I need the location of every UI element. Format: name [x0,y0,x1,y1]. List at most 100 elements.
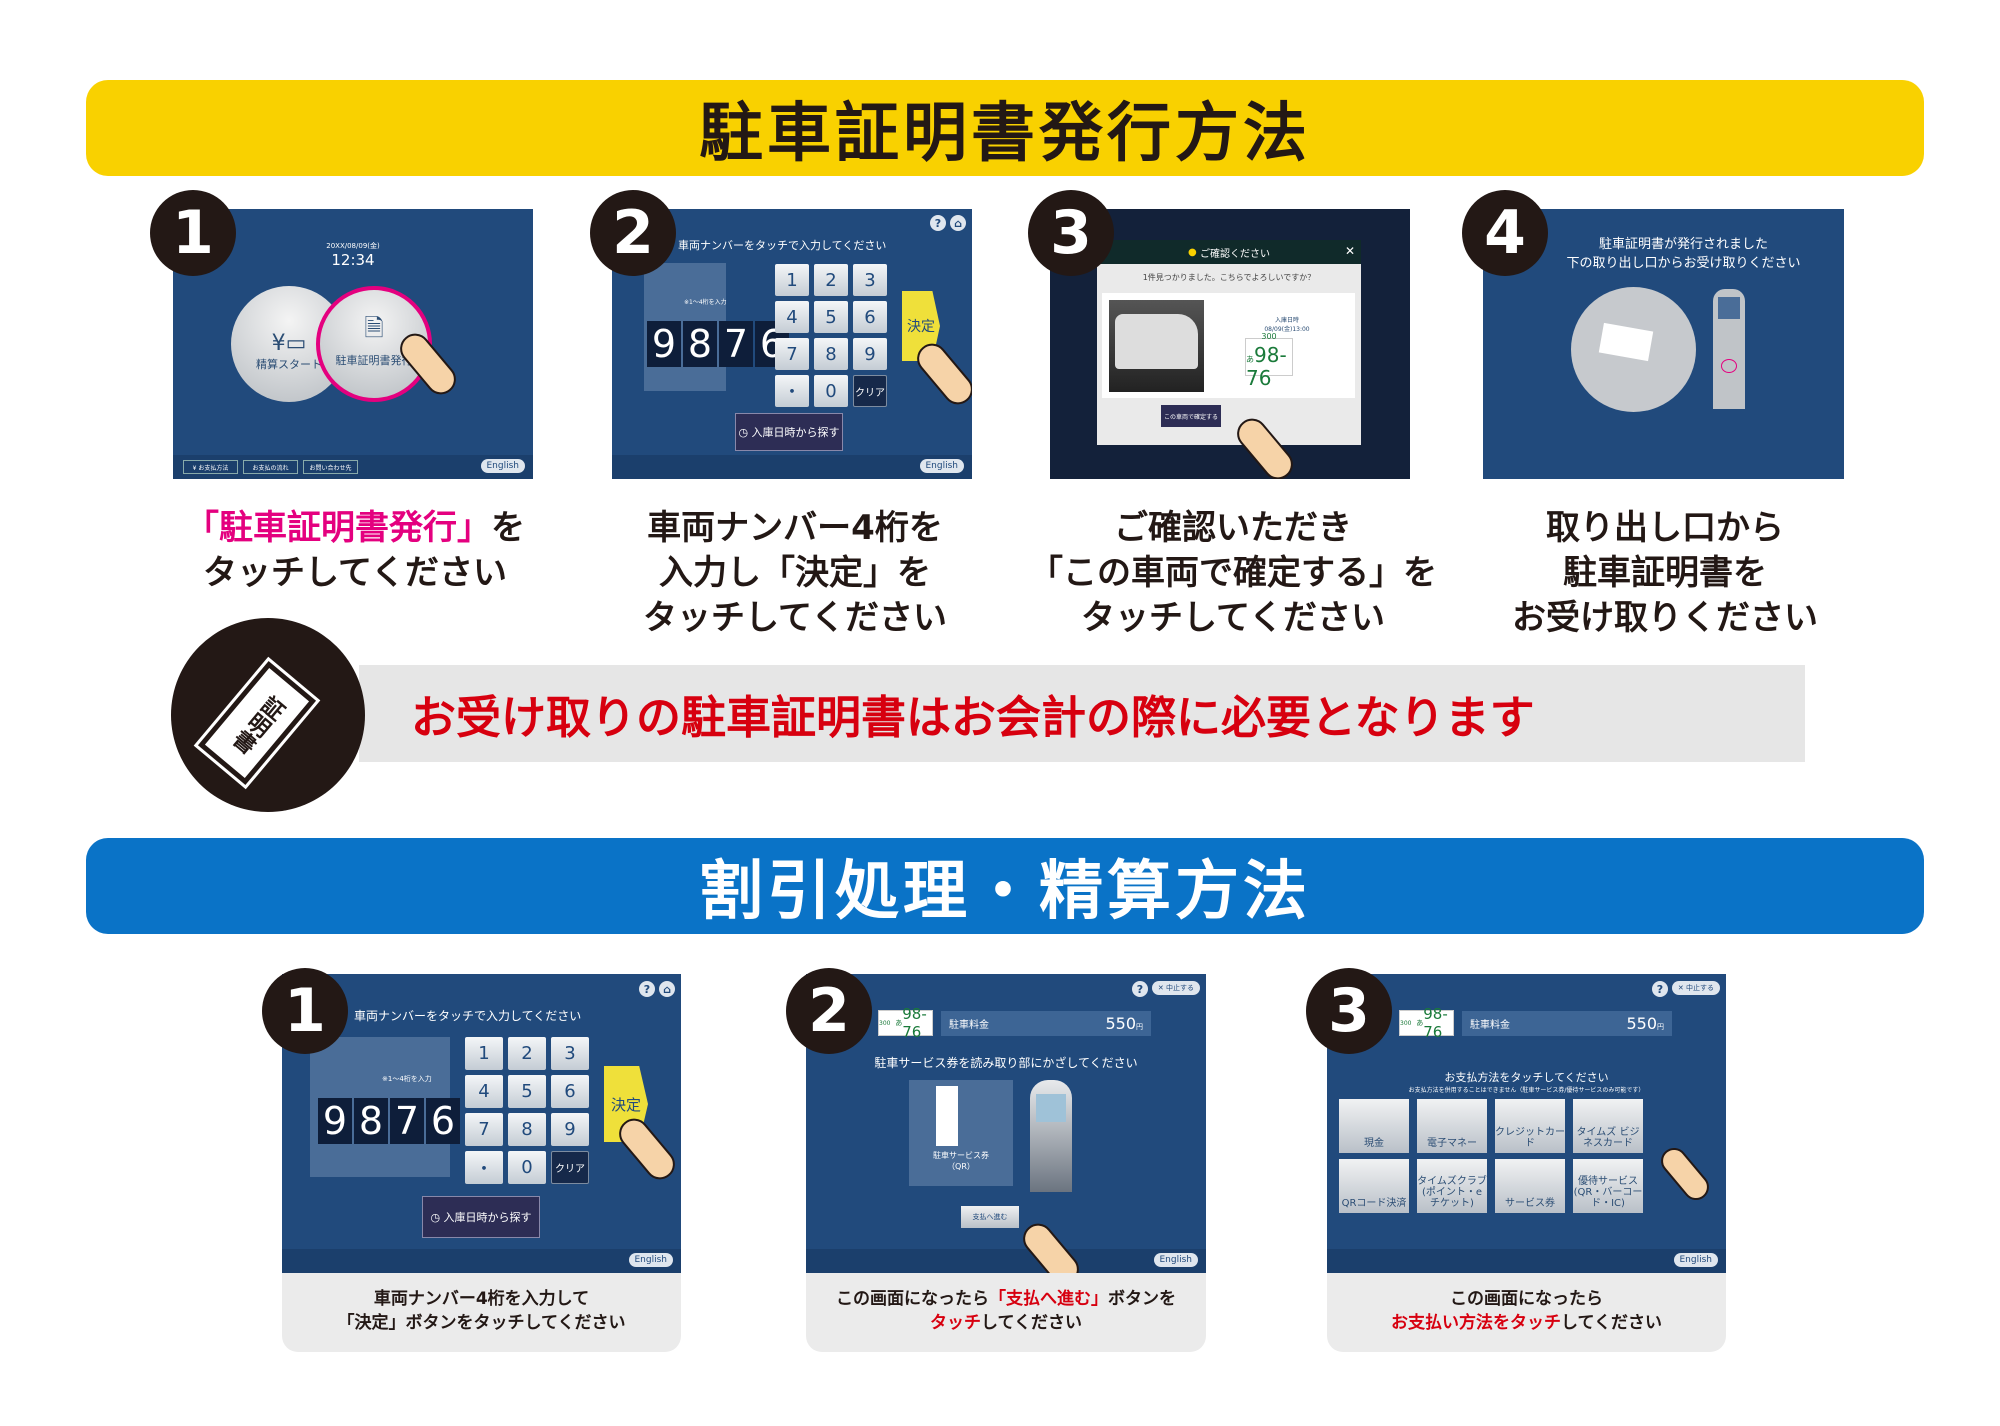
english-button[interactable]: English [1673,1253,1718,1267]
pointing-hand-icon [613,1112,681,1186]
payment-method-credit-card[interactable]: クレジットカード [1495,1099,1565,1153]
keypad-key[interactable]: クリア [853,375,887,407]
slot-zoom-illustration [1571,287,1696,412]
english-button[interactable]: English [919,459,964,473]
settlement-start-button[interactable]: ¥▭精算スタート [231,286,347,402]
service-ticket-illustration: 駐車サービス券（QR） [909,1080,1013,1186]
certificate-hand-icon: 証明書 [171,618,365,812]
keypad-key[interactable]: 6 [551,1075,589,1108]
keypad-key[interactable]: 8 [814,338,848,370]
issue-certificate-button[interactable]: 🗎駐車証明書発行 [316,286,432,402]
vehicle-photo [1109,300,1204,392]
keypad-key[interactable]: 0 [814,375,848,407]
english-button[interactable]: English [1153,1253,1198,1267]
proceed-to-payment-button[interactable]: 支払へ進む [961,1206,1019,1228]
keypad-key[interactable]: 4 [775,301,809,333]
pointing-hand-icon [1655,1142,1715,1206]
pay-step-2-caption: この画面になったら「支払へ進む」ボタンをタッチしてください [806,1273,1206,1352]
notice-bar: お受け取りの駐車証明書はお会計の際に必要となります [359,665,1805,762]
keypad-key[interactable]: 1 [465,1037,503,1070]
keypad-key[interactable]: 5 [508,1075,546,1108]
pay-step-1-caption: 車両ナンバー4桁を入力して「決定」ボタンをタッチしてください [282,1273,681,1352]
step-2-caption: 車両ナンバー4桁を入力し「決定」をタッチしてください [643,508,947,638]
home-icon[interactable]: ⌂ [950,215,966,231]
keypad-key[interactable]: 7 [775,338,809,370]
screen-home: 20XX/08/09(金) 12:34 ¥▭精算スタート 🗎駐車証明書発行 ¥ … [173,209,533,479]
keypad-key[interactable]: 1 [775,264,809,296]
payment-method-e-money[interactable]: 電子マネー [1417,1099,1487,1153]
help-icon[interactable]: ? [1652,981,1668,997]
help-icon[interactable]: ? [1132,981,1148,997]
payment-method-service-ticket[interactable]: サービス券 [1495,1159,1565,1213]
close-button[interactable]: ✕ [1344,244,1355,258]
keypad-key[interactable]: 4 [465,1075,503,1108]
contact-button[interactable]: お問い合わせ先 [303,460,358,474]
payment-method-times-business-card[interactable]: タイムズ ビジネスカード [1573,1099,1643,1153]
pay-step-number-2: 2 [786,968,872,1054]
warning-icon: ● [1188,246,1197,258]
step-number-4: 4 [1462,190,1548,276]
keypad-key[interactable]: 2 [508,1037,546,1070]
keypad-key[interactable]: 9 [853,338,887,370]
keypad-key[interactable]: 8 [508,1113,546,1146]
cancel-button[interactable]: ✕ 中止する [1671,981,1720,995]
step-1-caption: 「駐車証明書発行」をタッチしてください [185,508,525,593]
payment-method-special-service[interactable]: 優待サービス (QR・バーコード・IC) [1573,1159,1643,1213]
payment-method-cash[interactable]: 現金 [1339,1099,1409,1153]
search-by-entry-time-button[interactable]: ◷ 入庫日時から探す [735,413,843,451]
pay-step-number-1: 1 [262,968,348,1054]
pay-step-number-3: 3 [1306,968,1392,1054]
keypad-key[interactable]: 2 [814,264,848,296]
payment-method-qr-code[interactable]: QRコード決済 [1339,1159,1409,1213]
keypad-key[interactable]: 7 [465,1113,503,1146]
keypad-key[interactable]: 5 [814,301,848,333]
keypad-key[interactable]: 0 [508,1151,546,1184]
confirm-vehicle-button[interactable]: この車両で確定する [1161,405,1221,427]
keypad-key[interactable]: ・ [465,1151,503,1184]
keypad-key[interactable]: 6 [853,301,887,333]
help-icon[interactable]: ? [930,215,946,231]
discount-payment-banner: 割引処理・精算方法 [86,838,1924,934]
screen-issued: 駐車証明書が発行されました下の取り出し口からお受け取りください [1483,209,1844,479]
home-icon[interactable]: ⌂ [659,981,675,997]
qr-ticket-icon [936,1086,958,1146]
keypad-key[interactable]: 3 [853,264,887,296]
keypad-key[interactable]: クリア [551,1151,589,1184]
english-button[interactable]: English [628,1253,673,1267]
english-button[interactable]: English [480,459,525,473]
step-3-caption: ご確認いただき「この車両で確定する」をタッチしてください [1029,508,1437,638]
step-number-2: 2 [590,190,676,276]
issue-method-banner: 駐車証明書発行方法 [86,80,1924,176]
yen-card-icon: ¥▭ [271,331,307,356]
cancel-button[interactable]: ✕ 中止する [1151,981,1200,995]
keypad-key[interactable]: 9 [551,1113,589,1146]
document-icon: 🗎 [364,314,384,342]
keypad-key[interactable]: ・ [775,375,809,407]
step-4-caption: 取り出し口から駐車証明書をお受け取りください [1512,508,1818,638]
machine-icon [1713,289,1745,409]
step-number-3: 3 [1028,190,1114,276]
help-icon[interactable]: ? [639,981,655,997]
pointing-hand-icon [911,337,972,411]
keypad-key[interactable]: 3 [551,1037,589,1070]
payment-method-button[interactable]: ¥ お支払方法 [183,460,238,474]
payment-flow-button[interactable]: お支払の流れ [243,460,298,474]
pay-step-3-caption: この画面になったらお支払い方法をタッチしてください [1327,1273,1726,1352]
search-by-entry-time-button[interactable]: ◷ 入庫日時から探す [422,1196,540,1238]
payment-method-times-club[interactable]: タイムズクラブ (ポイント・eチケット) [1417,1159,1487,1213]
step-number-1: 1 [150,190,236,276]
